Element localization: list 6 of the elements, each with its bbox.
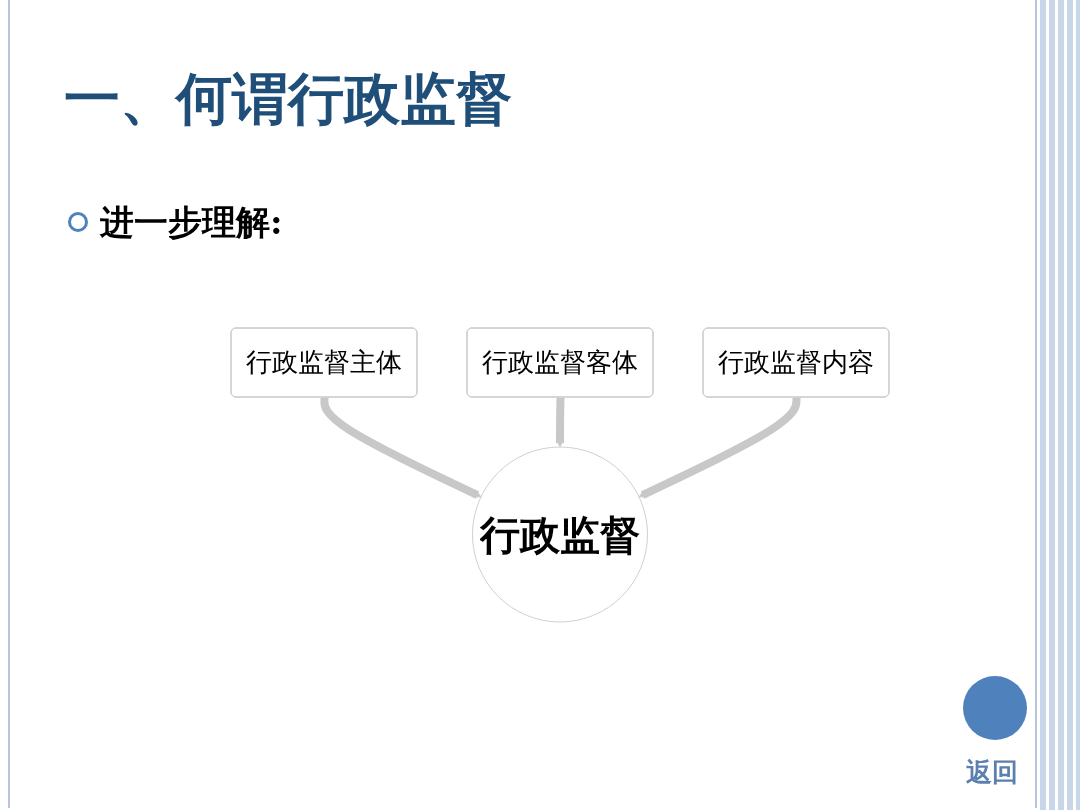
slide-title: 一、何谓行政监督 (64, 65, 512, 133)
arrow (638, 397, 801, 499)
arrow (555, 397, 565, 448)
back-link: 返回 (966, 756, 1018, 789)
arrow (320, 397, 482, 499)
subheading: 进一步理解: (100, 201, 283, 244)
